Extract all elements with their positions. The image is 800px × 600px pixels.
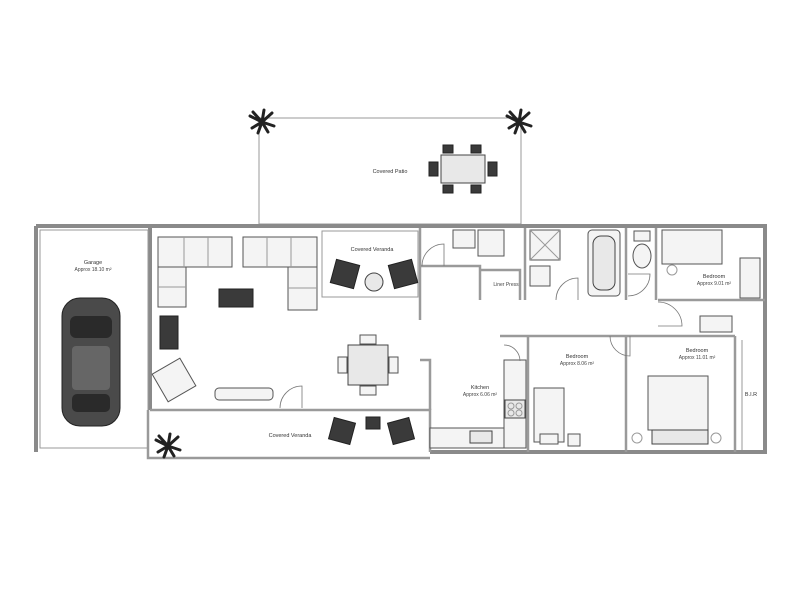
door-swing bbox=[555, 277, 579, 301]
coffee-table bbox=[218, 288, 254, 308]
bedroom-main: Bedroom Approx 11.01 m² B.I.R bbox=[631, 340, 757, 450]
car-icon bbox=[61, 297, 121, 427]
bedroom-main-area: Approx 11.01 m² bbox=[679, 355, 716, 361]
door-swing bbox=[503, 344, 521, 362]
toilet bbox=[632, 230, 652, 269]
bedroom-small-area: Approx 8.06 m² bbox=[560, 361, 595, 367]
sofa-right bbox=[242, 236, 318, 311]
bedroom-right-label: Bedroom bbox=[703, 274, 726, 280]
bathtub bbox=[587, 229, 621, 297]
bedroom-small: Bedroom Approx 8.06 m² bbox=[533, 354, 595, 447]
linen-press: Liner Press bbox=[493, 282, 519, 288]
palm-tree-icon bbox=[505, 108, 533, 135]
covered-patio: Covered Patio bbox=[248, 108, 533, 225]
kitchen-area: Approx 6.06 m² bbox=[463, 392, 498, 398]
covered-veranda-top: Covered Veranda bbox=[321, 230, 419, 298]
linen-press-label: Liner Press bbox=[493, 282, 519, 288]
shower bbox=[529, 229, 561, 287]
bedroom-main-label: Bedroom bbox=[686, 348, 709, 354]
covered-patio-label: Covered Patio bbox=[373, 169, 408, 175]
laundry bbox=[421, 229, 505, 267]
sideboard bbox=[214, 387, 274, 401]
bir-label: B.I.R bbox=[745, 392, 757, 398]
patio-dining-set bbox=[428, 144, 498, 194]
dining-set bbox=[337, 334, 399, 396]
interior-walls bbox=[418, 228, 765, 452]
door-swing bbox=[627, 273, 651, 297]
covered-veranda-top-label: Covered Veranda bbox=[351, 247, 395, 253]
garage-area: Approx 18.10 m² bbox=[75, 267, 112, 273]
palm-tree-icon bbox=[248, 108, 276, 135]
palm-tree-icon bbox=[154, 432, 182, 459]
armchair bbox=[151, 357, 197, 403]
tv-unit bbox=[159, 315, 179, 350]
bedroom-right: Bedroom Approx 9.01 m² bbox=[657, 229, 761, 333]
kitchen-label: Kitchen bbox=[471, 385, 489, 391]
living-room bbox=[151, 236, 399, 409]
covered-veranda-bottom: Covered Veranda bbox=[154, 416, 416, 459]
kitchen: Kitchen Approx 6.06 m² bbox=[429, 359, 527, 449]
garage-label: Garage bbox=[84, 260, 102, 266]
covered-veranda-bottom-label: Covered Veranda bbox=[269, 433, 313, 439]
garage: Garage Approx 18.10 m² bbox=[39, 229, 149, 449]
door-swing bbox=[609, 335, 631, 357]
bedroom-small-label: Bedroom bbox=[566, 354, 589, 360]
sofa-left bbox=[157, 236, 233, 308]
bedroom-right-area: Approx 9.01 m² bbox=[697, 281, 732, 287]
